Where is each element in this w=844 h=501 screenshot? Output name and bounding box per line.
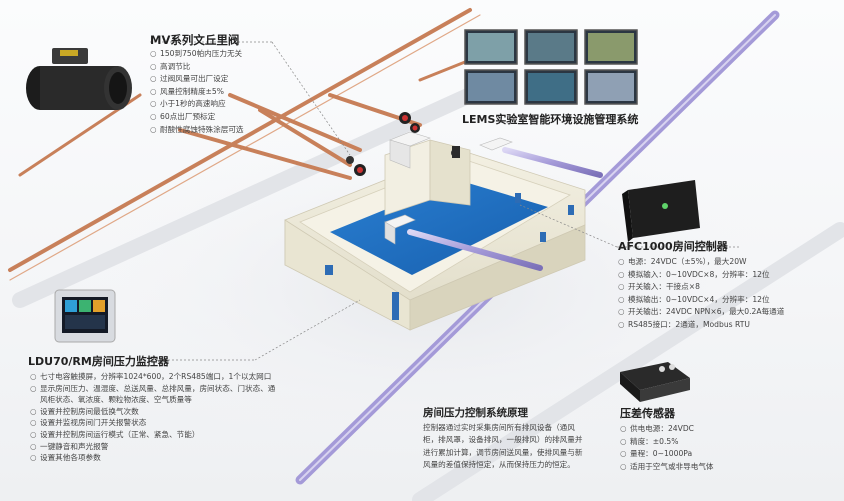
list-item: ○设置并控制房间运行模式（正常、紧急、节能） — [30, 429, 200, 439]
list-item: ○一键静音和声光报警 — [30, 441, 109, 451]
principle-text: 控制器通过实时采集房间所有排风设备（通风 柜，排风罩，设备排风，一般排风）的排风… — [423, 423, 583, 470]
list-item: ○设置并监视房间门开关报警状态 — [30, 418, 147, 428]
copper-pipes — [8, 8, 481, 281]
list-item: ○供电电源：24VDC — [620, 424, 694, 433]
list-item: ○设置并控制房间最低换气次数 — [30, 406, 139, 416]
ldu-title: LDU70/RM房间压力监控器 — [28, 355, 169, 368]
mv-valve-product — [26, 48, 132, 110]
afc-title: AFC1000房间控制器 — [618, 240, 728, 253]
list-item: ○过阀风量可出厂设定 — [150, 74, 229, 84]
list-item: ○量程：0~1000Pa — [620, 449, 693, 459]
list-item: ○显示房间压力、温湿度、总送风量、总排风量，房间状态、门状态、通 — [30, 383, 276, 393]
ground-track — [12, 87, 844, 501]
list-item: ○60点出厂预标定 — [150, 111, 216, 121]
list-item: ○精度：±0.5% — [620, 436, 679, 446]
list-item: ○开关输入：干接点×8 — [618, 282, 700, 292]
lems-title: LEMS实验室智能环境设施管理系统 — [462, 113, 639, 126]
mv-title: MV系列文丘里阀 — [150, 33, 240, 47]
pressure-sensor-product — [620, 362, 690, 402]
sensor-title: 压差传感器 — [620, 407, 675, 420]
list-item: ○高调节比 — [150, 61, 191, 71]
afc-feature-list: ○电源：24VDC（±5%），最大20W ○模拟输入：0~10VDC×8，分辨率… — [618, 256, 784, 332]
ldu-feature-list: ○七寸电容触摸屏，分辨率1024*600，2个RS485端口，1个以太网口 ○显… — [30, 371, 275, 464]
list-item: ○适用于空气或非导电气体 — [620, 461, 714, 471]
branch-ducts — [407, 147, 603, 271]
list-item: ○小于1秒的高速响应 — [150, 99, 226, 109]
leader-lines — [140, 41, 740, 361]
lems-screens — [464, 29, 638, 105]
lab-room — [284, 131, 586, 331]
list-item: ○设置其他各项参数 — [30, 453, 101, 463]
room-valves — [346, 112, 460, 176]
list-item: ○七寸电容触摸屏，分辨率1024*600，2个RS485端口，1个以太网口 — [30, 372, 272, 381]
list-item: ○模拟输入：0~10VDC×8，分辨率：12位 — [618, 269, 770, 279]
list-item: ○电源：24VDC（±5%），最大20W — [618, 257, 747, 266]
principle-title: 房间压力控制系统原理 — [423, 407, 528, 419]
list-item: ○150到750帕内压力无关 — [150, 49, 243, 58]
list-item: ○耐酸性腐蚀特殊涂层可选 — [150, 124, 244, 134]
list-item: 风柜状态、氧浓度、颗粒物浓度、空气质量等 — [40, 395, 192, 405]
sensor-feature-list: ○供电电源：24VDC ○精度：±0.5% ○量程：0~1000Pa ○适用于空… — [620, 423, 714, 473]
mv-feature-list: ○150到750帕内压力无关 ○高调节比 ○过阀风量可出厂设定 ○风量控制精度±… — [150, 48, 244, 136]
list-item: ○RS485接口：2通道，Modbus RTU — [618, 319, 750, 329]
ldu-monitor-product — [54, 289, 116, 343]
afc-controller-product — [622, 180, 700, 242]
list-item: ○风量控制精度±5% — [150, 86, 224, 96]
list-item: ○开关输出：24VDC NPN×6，最大0.2A每通道 — [618, 307, 785, 317]
list-item: ○模拟输出：0~10VDC×4，分辨率：12位 — [618, 294, 770, 304]
